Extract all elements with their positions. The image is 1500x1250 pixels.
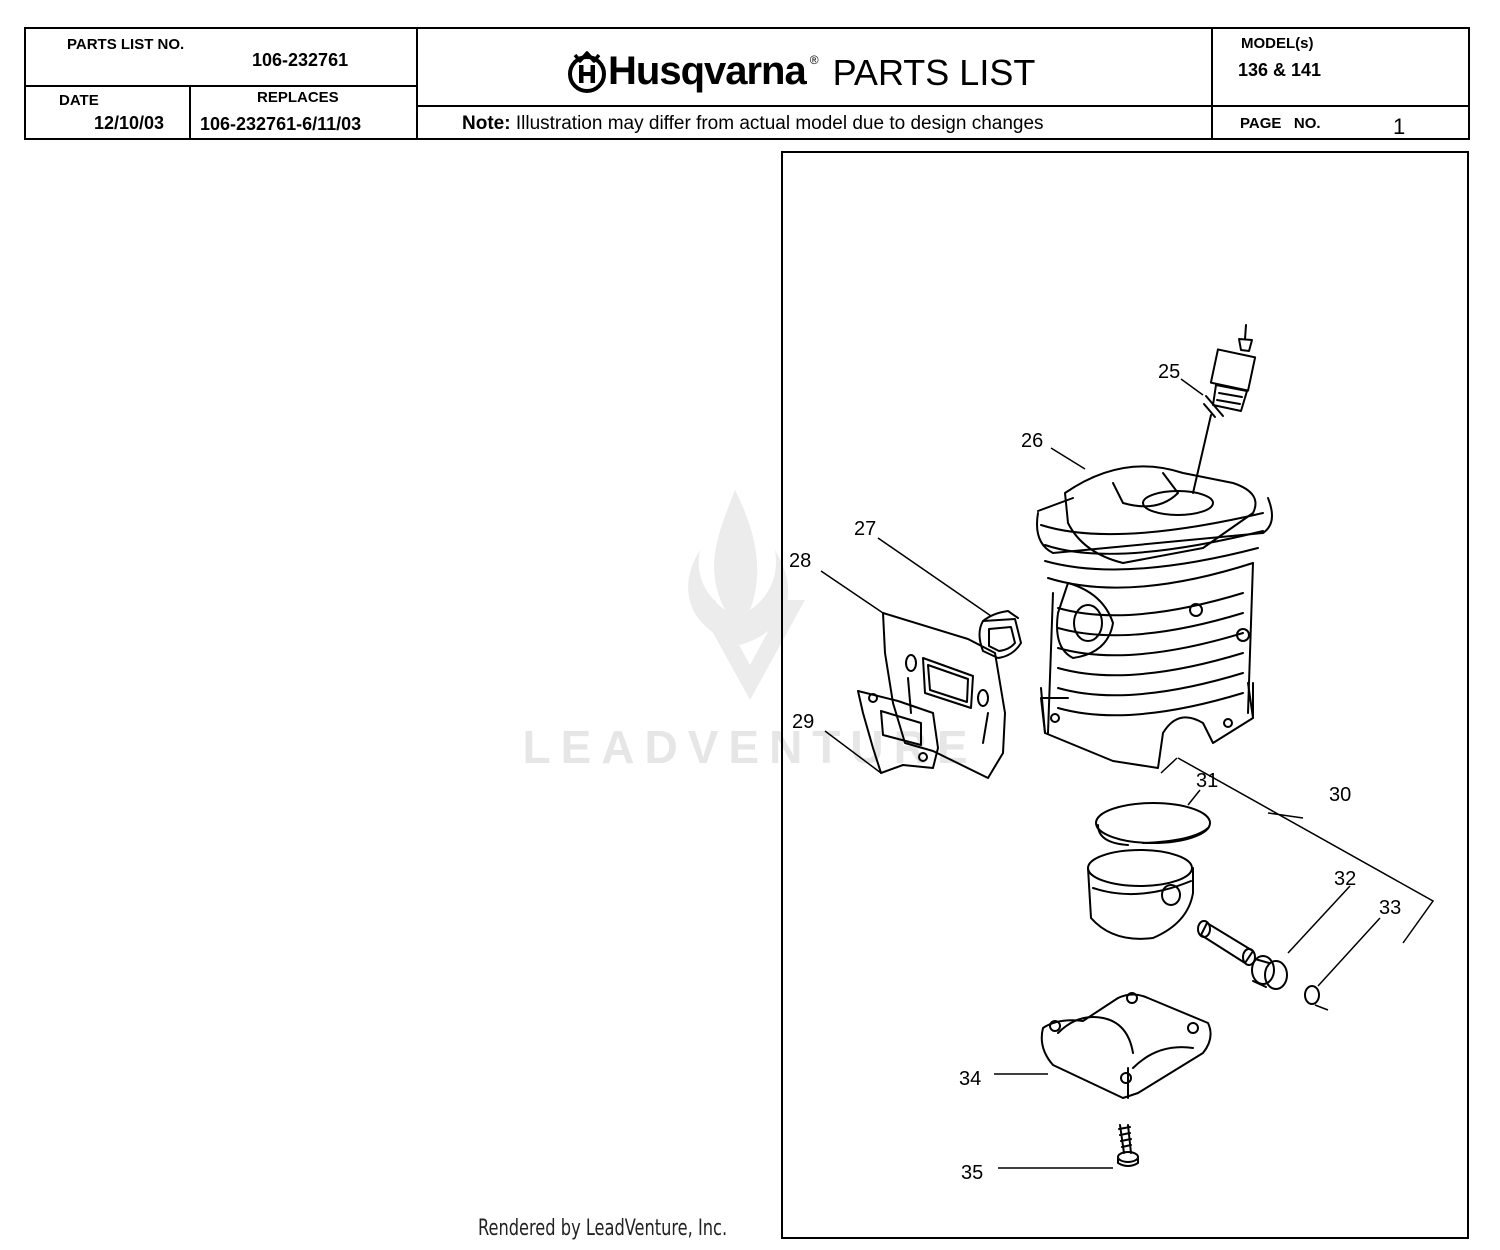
note-label: Note: xyxy=(462,113,511,134)
callout-32: 32 xyxy=(1334,868,1356,890)
design-note: Note: Illustration may differ from actua… xyxy=(462,113,1044,135)
callout-27: 27 xyxy=(854,518,876,540)
callout-26: 26 xyxy=(1021,430,1043,452)
parts-list-no-label: PARTS LIST NO. xyxy=(67,36,185,53)
leader-line-32 xyxy=(1287,885,1351,954)
husqvarna-crown-icon xyxy=(568,51,606,93)
callout-35: 35 xyxy=(961,1162,983,1184)
header-divider xyxy=(416,105,1212,107)
gasket-icon xyxy=(857,690,939,774)
cylinder-icon xyxy=(1036,465,1273,769)
brand-name: Husqvarna xyxy=(608,49,807,93)
brand-title: Husqvarna ® PARTS LIST xyxy=(566,49,1035,93)
crankcase-half-icon xyxy=(1040,992,1212,1099)
header-divider xyxy=(1211,29,1213,138)
page-no-label: PAGE NO. xyxy=(1240,115,1321,132)
callout-25: 25 xyxy=(1158,361,1180,383)
leader-line-30 xyxy=(1160,757,1435,944)
note-text: Illustration may differ from actual mode… xyxy=(515,113,1044,134)
leader-line-31 xyxy=(1187,789,1201,806)
header-divider xyxy=(1211,105,1470,107)
screw-icon xyxy=(1117,1124,1139,1167)
leader-line-29 xyxy=(824,730,882,774)
leader-line-25 xyxy=(1180,378,1204,396)
header-divider xyxy=(26,85,416,87)
exploded-view-diagram: 25 26 27 28 29 30 31 32 33 34 35 xyxy=(789,324,1435,1184)
wrist-pin-icon xyxy=(1197,920,1256,966)
heat-shield-plate-icon xyxy=(882,612,1006,779)
header-divider xyxy=(416,29,418,138)
callout-29: 29 xyxy=(792,711,814,733)
callout-31: 31 xyxy=(1196,770,1218,792)
callout-33: 33 xyxy=(1379,897,1401,919)
callout-34: 34 xyxy=(959,1068,981,1090)
document-title: PARTS LIST xyxy=(832,52,1036,93)
registered-mark: ® xyxy=(809,53,819,67)
render-credit: Rendered by LeadVenture, Inc. xyxy=(478,1216,728,1241)
intake-boot-icon xyxy=(978,610,1022,659)
parts-list-header: PARTS LIST NO. 106-232761 DATE 12/10/03 … xyxy=(24,27,1470,140)
leader-line-26 xyxy=(1050,447,1086,470)
callout-30: 30 xyxy=(1329,784,1351,806)
date-label: DATE xyxy=(59,92,99,109)
models-value: 136 & 141 xyxy=(1238,60,1322,80)
leader-line-27 xyxy=(877,537,992,617)
retaining-clip-icon xyxy=(1304,985,1320,1005)
leader-line-28 xyxy=(820,570,884,614)
callout-28: 28 xyxy=(789,550,811,572)
leader-line-33 xyxy=(1314,917,1381,1011)
replaces-label: REPLACES xyxy=(257,89,339,106)
page-no-value: 1 xyxy=(1393,114,1406,139)
replaces-value: 106-232761-6/11/03 xyxy=(200,114,362,134)
date-value: 12/10/03 xyxy=(94,113,165,133)
parts-diagram: 25 26 27 28 29 30 31 32 33 34 35 xyxy=(781,151,1469,1239)
spark-plug-icon xyxy=(1192,324,1257,494)
models-label: MODEL(s) xyxy=(1241,35,1314,52)
piston-icon xyxy=(1087,802,1211,940)
header-divider xyxy=(189,87,191,138)
parts-list-no: 106-232761 xyxy=(252,50,349,70)
needle-bearing-icon xyxy=(1251,955,1288,990)
